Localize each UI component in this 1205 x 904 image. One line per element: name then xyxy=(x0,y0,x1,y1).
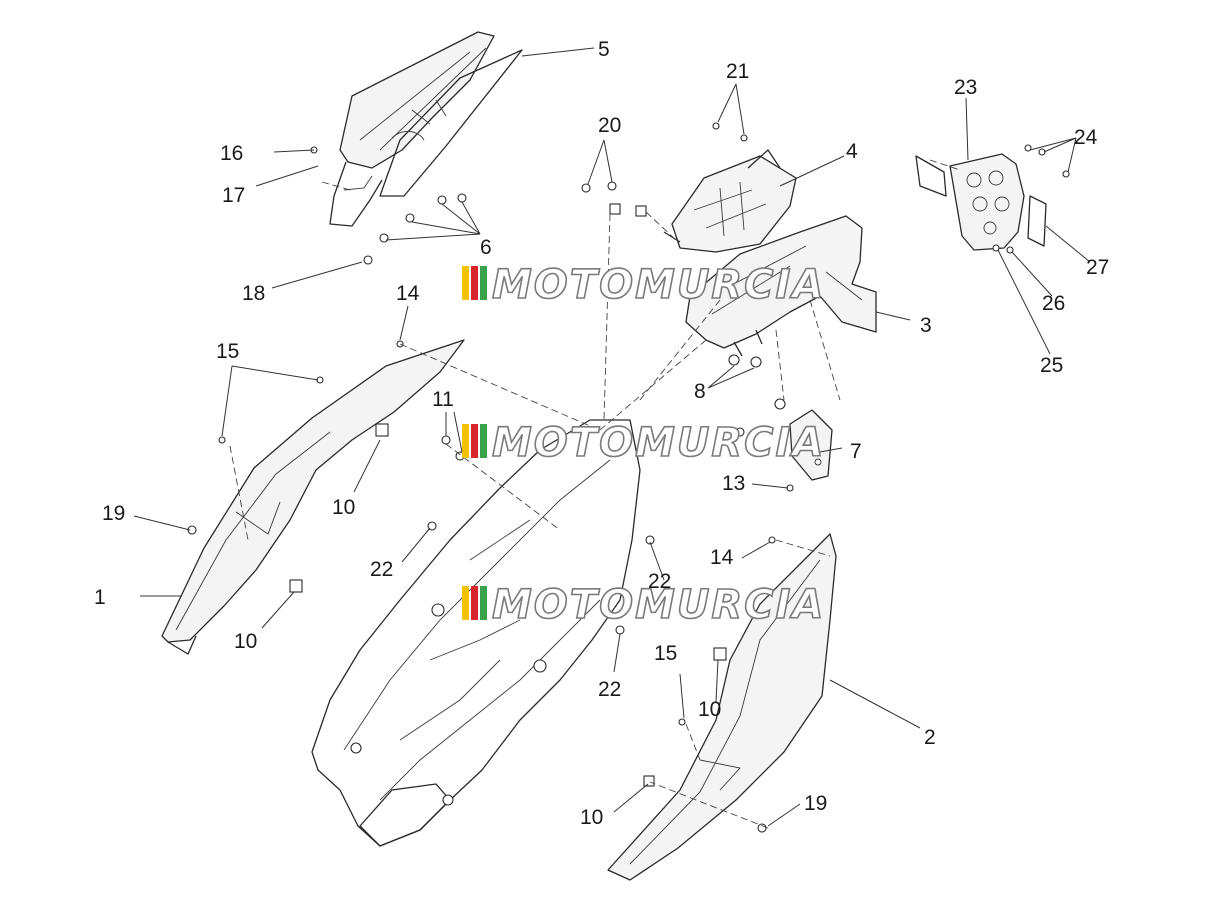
watermark-motomurcia-3: MOTOMURCIA xyxy=(462,581,825,629)
callout-25: 25 xyxy=(1040,354,1063,377)
part-4-rear-bracket xyxy=(663,149,797,253)
callout-22-c: 22 xyxy=(598,678,621,701)
part-3-rear-fender xyxy=(685,215,877,357)
rear-subframe xyxy=(311,419,641,847)
callout-26: 26 xyxy=(1042,292,1065,315)
callout-8: 8 xyxy=(694,380,706,403)
callout-18: 18 xyxy=(242,282,265,305)
callout-10-a: 10 xyxy=(332,496,355,519)
callout-labels: 1 2 3 4 5 6 7 8 10 10 10 10 11 13 14 14 … xyxy=(94,38,1109,829)
part-1-left-side-panel xyxy=(161,339,465,655)
callout-22-b: 22 xyxy=(648,570,671,593)
callout-2: 2 xyxy=(924,726,936,749)
watermark-text: MOTOMURCIA xyxy=(492,420,825,466)
watermark-text: MOTOMURCIA xyxy=(492,582,825,628)
callout-27: 27 xyxy=(1086,256,1109,279)
part-7-bracket-plate xyxy=(789,409,833,481)
callout-leader-lines xyxy=(133,47,1091,827)
callout-16: 16 xyxy=(220,142,243,165)
callout-19-a: 19 xyxy=(102,502,125,525)
part-2-right-side-panel xyxy=(607,533,837,881)
callout-22-a: 22 xyxy=(370,558,393,581)
callout-15-b: 15 xyxy=(654,642,677,665)
hardware-fasteners xyxy=(187,122,1070,833)
callout-24: 24 xyxy=(1074,126,1098,149)
assembly-dashed-lines xyxy=(229,159,961,829)
callout-15-a: 15 xyxy=(216,340,239,363)
part-5-tail-cowl xyxy=(329,31,523,227)
callout-10-c: 10 xyxy=(698,698,721,721)
callout-10-b: 10 xyxy=(234,630,257,653)
callout-20: 20 xyxy=(598,114,621,137)
callout-4: 4 xyxy=(846,140,858,163)
callout-1: 1 xyxy=(94,586,106,609)
callout-3: 3 xyxy=(920,314,932,337)
callout-14-b: 14 xyxy=(710,546,734,569)
callout-17: 17 xyxy=(222,184,245,207)
callout-13: 13 xyxy=(722,472,745,495)
watermark-motomurcia-2: MOTOMURCIA xyxy=(462,419,825,467)
callout-10-d: 10 xyxy=(580,806,603,829)
callout-11: 11 xyxy=(432,388,454,411)
part-23-plate-holder xyxy=(915,153,1047,251)
callout-23: 23 xyxy=(954,76,977,99)
callout-21: 21 xyxy=(726,60,749,83)
watermark-motomurcia-1: MOTOMURCIA xyxy=(462,261,825,309)
callout-19-b: 19 xyxy=(804,792,827,815)
callout-14-a: 14 xyxy=(396,282,420,305)
callout-5: 5 xyxy=(598,38,610,61)
watermark-text: MOTOMURCIA xyxy=(492,262,825,308)
callout-7: 7 xyxy=(850,440,862,463)
callout-6: 6 xyxy=(480,236,492,259)
